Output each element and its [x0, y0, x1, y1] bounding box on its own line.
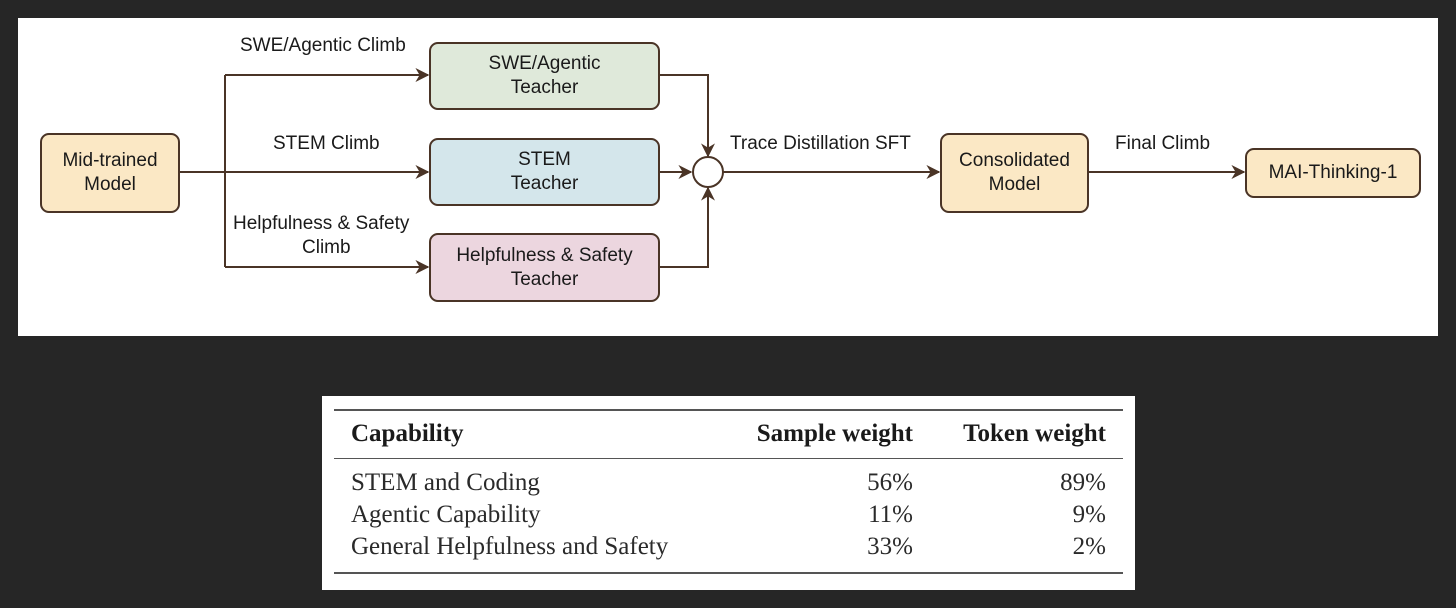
node-consolidated-model: Consolidated Model — [940, 133, 1089, 213]
table-cell-token-weight: 2% — [1072, 533, 1106, 560]
diagram-connectors — [180, 68, 1246, 274]
table-top-rule — [334, 409, 1123, 411]
table-cell-capability: Agentic Capability — [351, 501, 541, 528]
node-stem-teacher: STEM Teacher — [429, 138, 660, 206]
table-cell-sample-weight: 56% — [867, 469, 913, 496]
table-cell-capability: STEM and Coding — [351, 469, 540, 496]
node-line: Teacher — [510, 77, 579, 98]
table-header-sample-weight: Sample weight — [756, 420, 913, 447]
edge-label-stem-climb: STEM Climb — [273, 133, 380, 154]
node-line: MAI-Thinking-1 — [1268, 162, 1398, 183]
node-line: Model — [988, 174, 1041, 195]
node-mai-thinking-1: MAI-Thinking-1 — [1245, 148, 1421, 198]
node-mid-trained-model: Mid-trained Model — [40, 133, 180, 213]
edge-label-help-climb-line2: Climb — [302, 237, 351, 258]
edge-label-help-climb-line1: Helpfulness & Safety — [233, 213, 410, 234]
table-cell-capability: General Helpfulness and Safety — [351, 533, 669, 560]
edge-label-trace-distillation-sft: Trace Distillation SFT — [730, 133, 911, 154]
merge-node — [692, 156, 724, 188]
table-header-capability: Capability — [351, 420, 464, 447]
weights-table: Capability Sample weight Token weight ST… — [322, 396, 1135, 590]
node-line: Teacher — [510, 173, 579, 194]
table-cell-sample-weight: 11% — [868, 501, 913, 528]
node-line: Teacher — [510, 268, 579, 290]
edge-label-swe-climb: SWE/Agentic Climb — [240, 35, 406, 56]
node-helpfulness-safety-teacher: Helpfulness & Safety Teacher — [429, 233, 660, 302]
table-cell-token-weight: 89% — [1060, 469, 1106, 496]
node-line: STEM — [518, 149, 571, 170]
edge-help-to-merge — [660, 186, 715, 268]
node-line: Model — [84, 174, 136, 195]
table-cell-token-weight: 9% — [1072, 501, 1106, 528]
node-line: Helpfulness & Safety — [456, 244, 633, 266]
table-bottom-rule — [334, 572, 1123, 574]
node-line: Consolidated — [959, 150, 1070, 171]
table-cell-sample-weight: 33% — [867, 533, 913, 560]
node-line: Mid-trained — [62, 150, 158, 171]
pipeline-diagram: Mid-trained Model SWE/Agentic Teacher ST… — [18, 18, 1438, 336]
node-swe-agentic-teacher: SWE/Agentic Teacher — [429, 42, 660, 110]
edge-label-final-climb: Final Climb — [1115, 133, 1211, 154]
table-header-token-weight: Token weight — [963, 420, 1106, 447]
table-header-rule — [334, 458, 1123, 459]
edge-swe-to-merge — [660, 74, 715, 158]
node-line: SWE/Agentic — [488, 53, 601, 74]
